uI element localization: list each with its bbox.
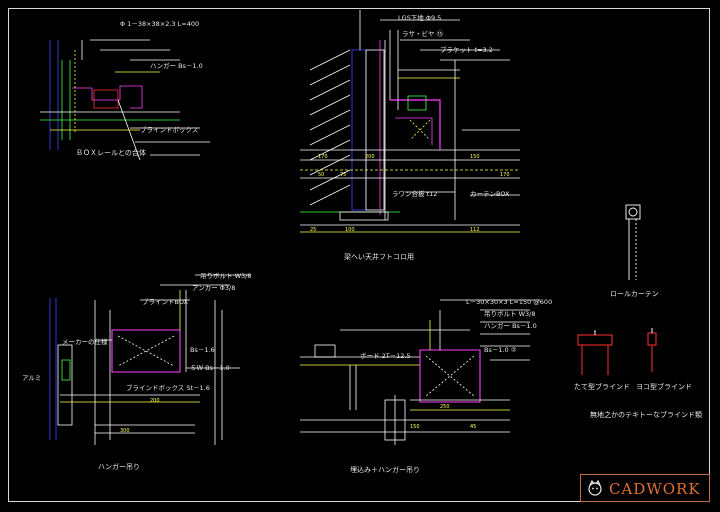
note-20: アルミ [22,374,42,382]
note-13: ブラインドボックス St－1.6 [126,384,210,392]
dim-170a: 170 [318,154,328,160]
caption-ceiling-pocket: 梁へい天井フトコロ用 [344,253,414,261]
note-11: ハンガー Bs－1.0 [484,322,537,330]
note-14: 吊りボルト W3/8 [200,272,252,280]
note-17: ブラインドBOX [142,298,188,306]
dim-200: 200 [365,154,375,160]
detail-hanger [49,274,250,445]
detail-blinds [577,328,657,375]
dim-300: 300 [120,428,130,434]
dim-200b: 200 [150,398,160,404]
caption-vertical-blind: たて型ブラインド [574,383,630,391]
note-15: アンカー Φ3/8 [192,284,236,292]
cat-logo-icon [588,480,602,496]
dim-100: 100 [345,227,355,233]
note-6: ブラケット t=3.2 [440,46,493,54]
caption-box-rail: ＢＯＸレールとの合体 [76,149,146,157]
detail-recessed-hanger [300,299,540,445]
note-5: ラサ・ビヤ ⑮ [402,30,444,38]
note-10: 吊りボルト W3/8 [484,310,536,318]
detail-box-rail [40,39,210,161]
caption-horizontal-blind: ヨコ型ブラインド [636,383,692,391]
caption-roll-curtain: ロールカーテン [610,290,659,298]
note-2: ハンガー Bs－1.0 [150,62,203,70]
dim-170b: 170 [500,172,510,178]
dim-150b: 150 [410,424,420,430]
note-7: カーテンBOX [470,190,510,198]
caption-recessed-hanger: 埋込み＋ハンガー吊り [350,466,420,474]
cadwork-logo: CADWORK [580,474,710,502]
note-8: ラワン合板 t12 [392,190,438,198]
note-21: メーカーの仕様 [62,338,108,346]
dim-75: 75 [340,172,347,178]
drawing-frame [8,8,710,502]
dim-150: 150 [470,154,480,160]
note-9: L－30×30×3 L=150 @600 [466,298,553,306]
note-18: Bs－1.6 [190,346,215,354]
note-16: ＳＷ Bs－1.0 [190,364,230,372]
caption-hanger: ハンガー吊り [98,463,140,471]
detail-ceiling-pocket [300,10,520,233]
dim-45: 45 [470,424,477,430]
detail-roll-curtain [625,204,641,280]
note-4: LGS下地 Φ9.5 [398,14,442,22]
logo-text: CADWORK [609,480,701,498]
note-3: ブラインドボックス [140,126,199,134]
note-12: Bs－1.0 ② [484,346,517,354]
dim-50: 50 [318,172,325,178]
caption-blind-note: 無地之かのテキトーなブラインド類 [590,411,702,419]
dim-250: 250 [440,404,450,410]
dim-25: 25 [310,227,317,233]
dim-112: 112 [470,227,480,233]
note-19: ボード 2T－12.5 [360,352,411,360]
note-1: Φ 1－38×38×2.3 L=400 [120,20,200,28]
